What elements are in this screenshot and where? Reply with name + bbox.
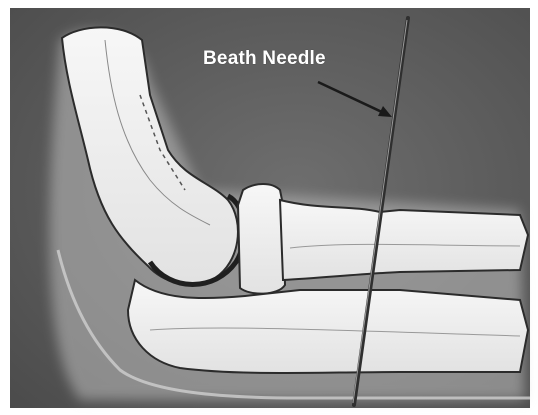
callout-label: Beath Needle [203, 48, 326, 70]
radial-head [238, 184, 285, 294]
